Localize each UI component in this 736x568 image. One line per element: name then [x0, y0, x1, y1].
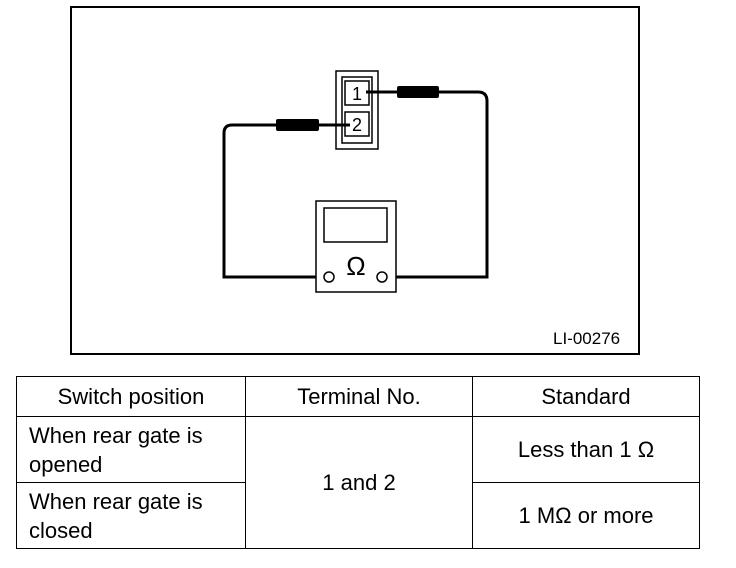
terminal-label-1: 1 [352, 84, 362, 104]
spec-table: Switch position Terminal No. Standard Wh… [16, 376, 700, 549]
meter-terminal-right [376, 271, 388, 283]
header-standard: Standard [472, 376, 700, 417]
meter-display [323, 207, 388, 243]
switch-connector: 1 2 [335, 70, 379, 150]
ohmmeter: Ω [315, 200, 397, 293]
wiring-diagram: 1 2 Ω [70, 6, 640, 355]
standard-cell: 1 MΩ or more [472, 482, 700, 549]
header-switch-position: Switch position [16, 376, 246, 417]
wire-terminal-2 [222, 123, 350, 279]
figure-frame [70, 6, 640, 355]
terminal-no-cell: 1 and 2 [245, 416, 473, 549]
terminal-label-2: 2 [352, 115, 362, 135]
probe-sleeve-1 [397, 86, 439, 98]
header-terminal-no: Terminal No. [245, 376, 473, 417]
switch-position-cell: When rear gate is opened [16, 416, 246, 483]
standard-cell: Less than 1 Ω [472, 416, 700, 483]
table-header-row: Switch position Terminal No. Standard [16, 376, 700, 417]
table-row: When rear gate is opened 1 and 2 Less th… [16, 416, 700, 549]
probe-sleeve-2 [276, 119, 319, 131]
wire-terminal-1 [366, 90, 489, 279]
meter-terminal-left [323, 271, 335, 283]
ohm-symbol: Ω [346, 251, 365, 281]
table-row: When rear gate is closed 1 MΩ or more [16, 482, 700, 549]
figure-id-label: LI-00276 [553, 329, 621, 348]
switch-position-cell: When rear gate is closed [16, 482, 246, 549]
